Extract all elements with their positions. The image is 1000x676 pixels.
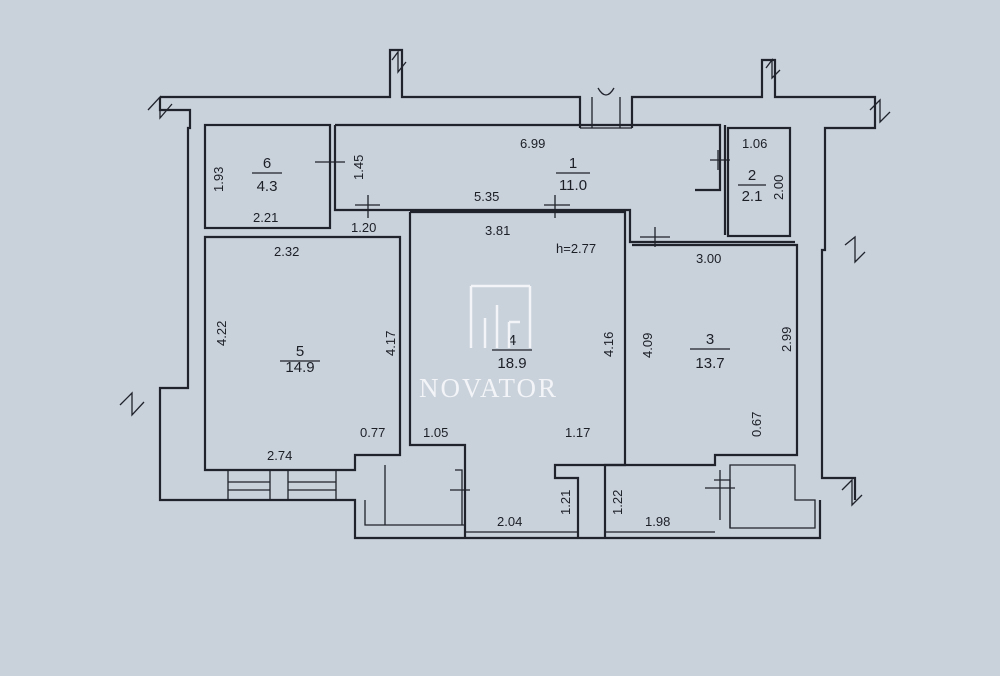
room-boundaries — [203, 123, 816, 538]
dimension-label: 1.21 — [558, 490, 573, 515]
dimension-label: 4.09 — [640, 333, 655, 358]
dimension-label: 2.74 — [267, 448, 292, 463]
room-area: 14.9 — [285, 359, 314, 376]
room-number: 1 — [569, 155, 577, 172]
dimension-label: 2.04 — [497, 514, 522, 529]
room-area: 18.9 — [497, 355, 526, 372]
break-lines — [119, 50, 891, 507]
dimension-label: 4.17 — [383, 331, 398, 356]
room-area: 13.7 — [695, 355, 724, 372]
ceiling-height: h=2.77 — [556, 241, 596, 256]
dimension-label: 4.16 — [601, 332, 616, 357]
dimension-label: 1.45 — [351, 155, 366, 180]
dimension-label: 2.00 — [771, 175, 786, 200]
dimension-label: 4.22 — [214, 321, 229, 346]
dimension-label: 1.20 — [351, 220, 376, 235]
dimension-label: 3.00 — [696, 251, 721, 266]
room-number: 5 — [296, 343, 304, 360]
dimension-label: 1.93 — [211, 167, 226, 192]
dimension-label: 2.99 — [779, 327, 794, 352]
dimension-labels: 6.99 1.06 1.93 1.45 2.00 2.21 5.35 1.20 … — [211, 136, 794, 529]
dimension-label: 2.21 — [253, 210, 278, 225]
novator-logo-icon — [469, 284, 532, 348]
dimension-label: 5.35 — [474, 189, 499, 204]
dimension-label: 1.05 — [423, 425, 448, 440]
dimension-label: 6.99 — [520, 136, 545, 151]
room-area: 2.1 — [742, 188, 763, 205]
dimension-label: 1.06 — [742, 136, 767, 151]
room-area: 4.3 — [257, 178, 278, 195]
outer-walls — [158, 48, 877, 540]
room-number: 6 — [263, 155, 271, 172]
dimension-label: 0.77 — [360, 425, 385, 440]
dimension-label: 1.22 — [610, 490, 625, 515]
dimension-label: 2.32 — [274, 244, 299, 259]
dimension-label: 0.67 — [749, 412, 764, 437]
room-number: 3 — [706, 331, 714, 348]
room-area: 11.0 — [559, 177, 587, 194]
dimension-label: 1.98 — [645, 514, 670, 529]
dimension-label: 3.81 — [485, 223, 510, 238]
watermark-text: NOVATOR — [419, 373, 558, 403]
dimension-label: 1.17 — [565, 425, 590, 440]
room-number: 4 — [508, 332, 516, 349]
room-labels: 6 4.3 1 11.0 2 2.1 5 14.9 4 18.9 3 13.7 … — [252, 155, 766, 376]
room-number: 2 — [748, 167, 756, 184]
novator-watermark: NOVATOR — [419, 284, 558, 403]
